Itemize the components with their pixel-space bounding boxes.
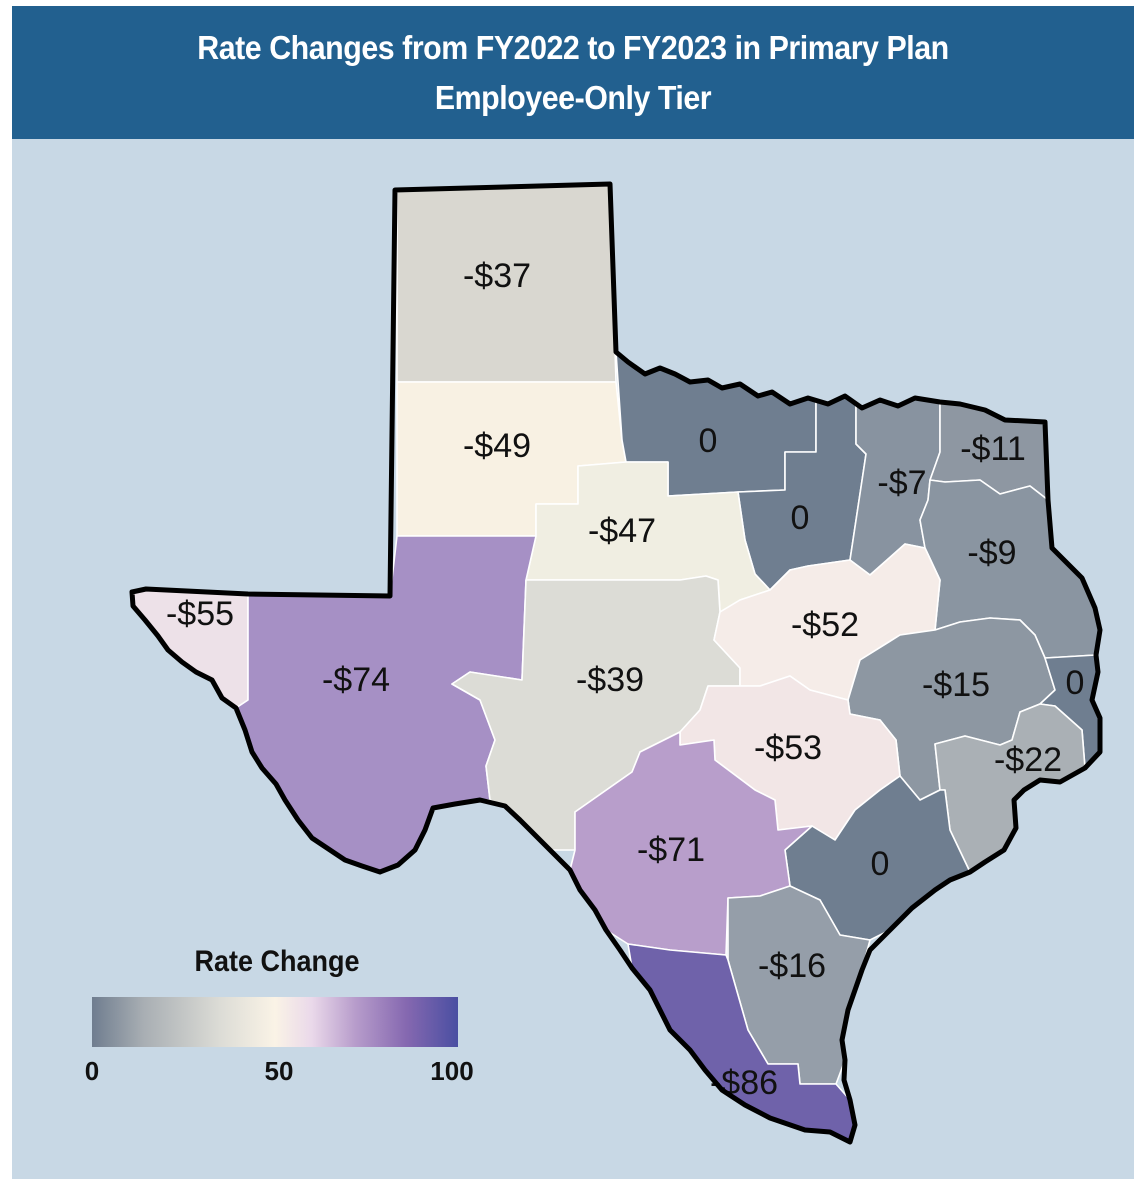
region-label-southeast: -$22 bbox=[994, 741, 1062, 779]
region-label-central: -$52 bbox=[791, 606, 859, 644]
legend-tick-100: 100 bbox=[430, 1056, 474, 1086]
texas-state-outline bbox=[129, 181, 1103, 1145]
region-label-rio-grande-valley: -$86 bbox=[710, 1064, 778, 1102]
region-label-dfw: 0 bbox=[791, 499, 810, 537]
region-label-south: -$71 bbox=[637, 831, 705, 869]
region-label-northeast-central: -$7 bbox=[877, 464, 926, 502]
region-label-west-central: -$47 bbox=[588, 512, 656, 550]
legend-color-bar bbox=[92, 997, 458, 1047]
region-label-east-central: -$15 bbox=[922, 666, 990, 704]
chart-title-line-2: Employee-Only Tier bbox=[434, 78, 712, 116]
legend-tick-50: 50 bbox=[264, 1056, 294, 1086]
legend-tick-0: 0 bbox=[84, 1056, 100, 1086]
region-label-far-east: 0 bbox=[1066, 664, 1085, 702]
region-label-central-west: -$39 bbox=[576, 661, 644, 699]
region-label-south-central: -$53 bbox=[754, 729, 822, 767]
region-label-coastal-bend: -$16 bbox=[758, 947, 826, 985]
region-label-east: -$9 bbox=[967, 534, 1016, 572]
region-label-northeast: -$11 bbox=[960, 430, 1026, 468]
texas-map: -$37 -$49 0 0 -$7 -$11 -$47 -$9 -$55 -$74 -$39 -$52… bbox=[129, 181, 1103, 1145]
region-label-north-central-west: 0 bbox=[699, 422, 718, 460]
region-label-gulf-coast: 0 bbox=[871, 845, 890, 883]
title-bar: Rate Changes from FY2022 to FY2023 in Pr… bbox=[12, 6, 1134, 139]
map-frame: Rate Changes from FY2022 to FY2023 in Pr… bbox=[12, 6, 1134, 1179]
region-label-west: -$74 bbox=[322, 661, 390, 699]
region-label-far-west: -$55 bbox=[166, 595, 234, 633]
region-label-panhandle-south: -$49 bbox=[463, 427, 531, 465]
legend-title: Rate Change bbox=[194, 945, 360, 978]
chart-title-line-1: Rate Changes from FY2022 to FY2023 in Pr… bbox=[197, 28, 949, 66]
region-label-panhandle-north: -$37 bbox=[463, 257, 531, 295]
